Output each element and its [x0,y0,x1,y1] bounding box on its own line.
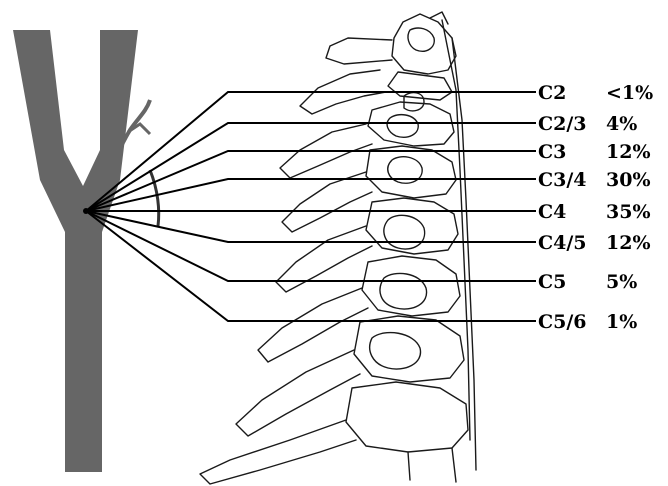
cervical-spine-drawing [200,12,476,484]
level-labels: C2 <1% C2/3 4% C3 12% C3/4 30% C4 35% C4/5 12% C5 5% C… [538,82,653,333]
level-label: C3 [538,141,566,163]
level-percent: 30% [606,169,651,191]
carotid-artery [13,30,138,472]
leader-lines [83,92,536,321]
leader-line-1 [86,123,536,211]
leader-line-5 [86,211,536,242]
level-label: C4/5 [538,232,587,254]
level-label: C5/6 [538,311,587,333]
level-percent: 4% [606,113,637,135]
level-percent: 12% [606,141,651,163]
level-label: C2 [538,82,566,104]
level-percent: 1% [606,311,637,333]
level-label: C2/3 [538,113,587,135]
level-percent: <1% [606,82,653,104]
level-percent: 5% [606,271,637,293]
level-label: C4 [538,201,566,223]
level-label: C5 [538,271,566,293]
level-percent: 12% [606,232,651,254]
level-percent: 35% [606,201,651,223]
level-label: C3/4 [538,169,587,191]
bifurcation-point [83,208,89,214]
